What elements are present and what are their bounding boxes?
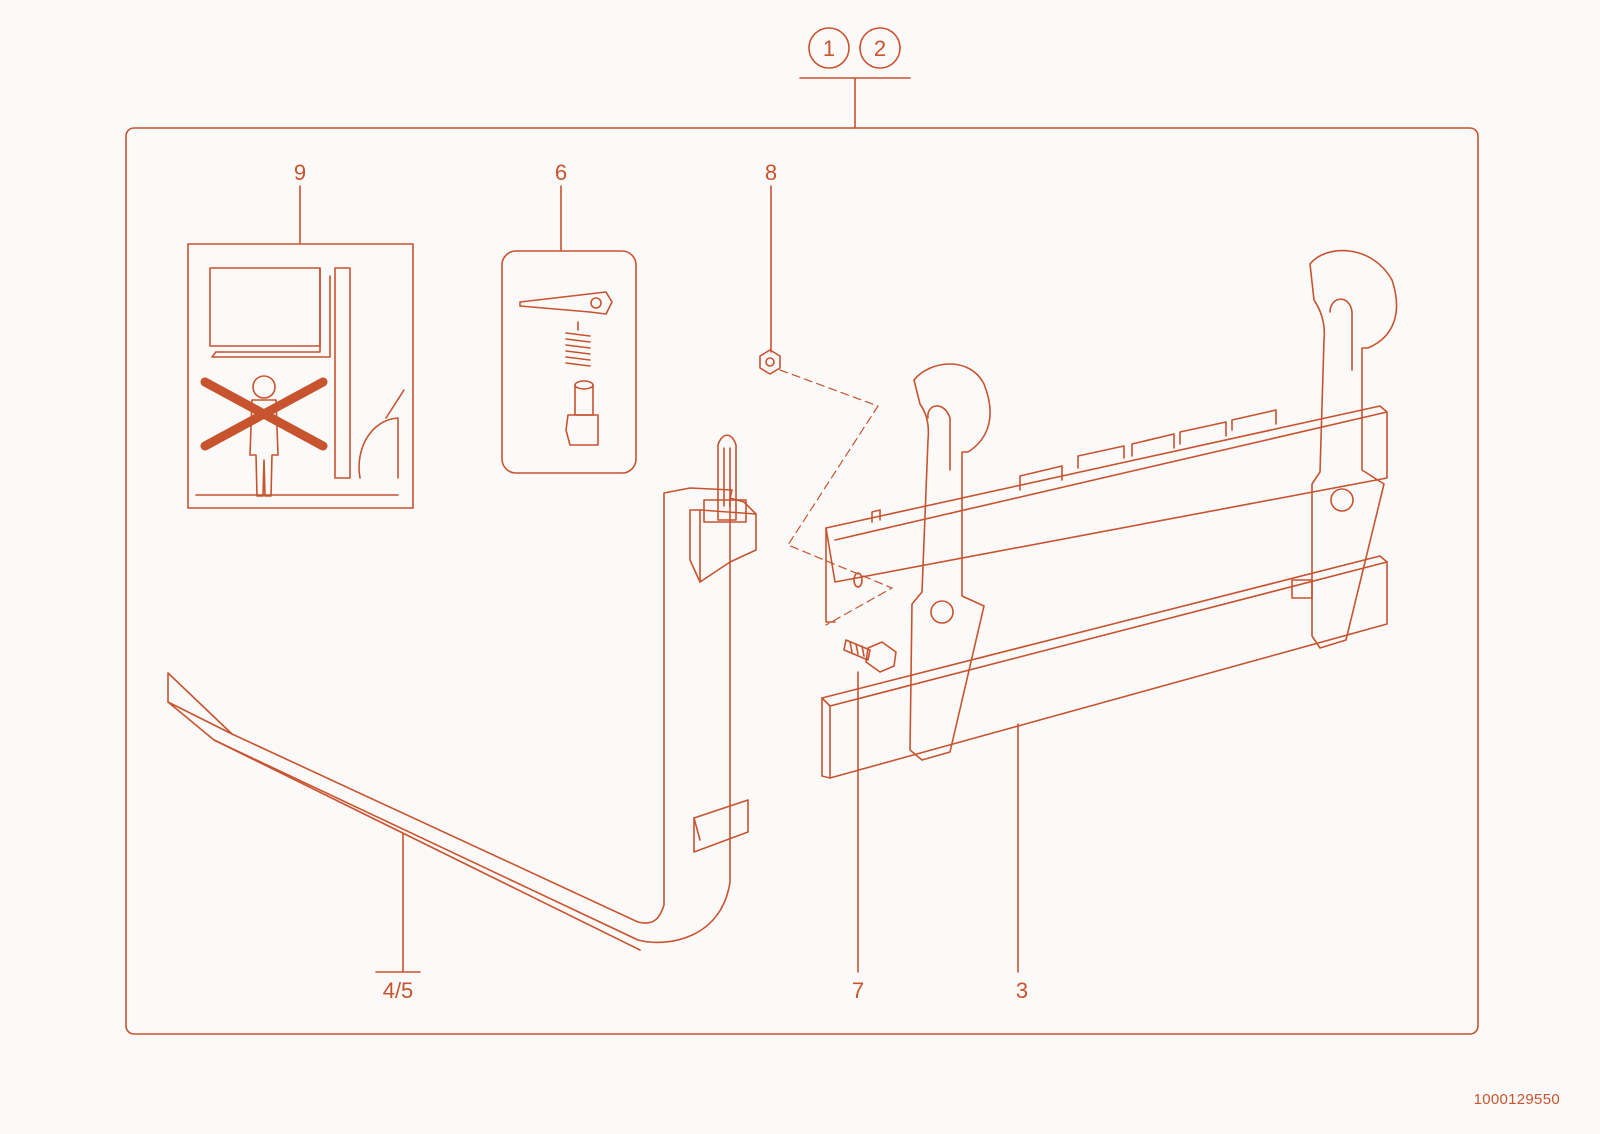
latch-kit-6 [501,185,637,474]
warning-sign-9 [187,185,414,509]
callout-7-label: 7 [852,978,864,1003]
callout-2-circle [859,27,901,69]
fork-4-5 [167,434,757,973]
bolt-7 [843,639,897,973]
nut-8 [759,185,893,626]
fork-latch-pin-spring-icon [519,291,613,446]
callout-top-group [799,27,911,129]
callout-9-label: 9 [294,160,306,185]
callout-1-circle [808,27,850,69]
callout-4-5-label: 4/5 [383,978,414,1003]
assembly-frame [125,127,1479,1035]
hex-bolt-icon [843,639,897,673]
no-person-under-load-icon [249,375,279,497]
callout-2-label: 2 [874,36,886,61]
callout-8-label: 8 [765,160,777,185]
callout-1-label: 1 [823,36,835,61]
hex-nut-icon [759,349,781,375]
carriage-3 [821,249,1398,973]
document-number: 1000129550 [1473,1091,1560,1108]
callout-6-label: 6 [555,160,567,185]
callout-3-label: 3 [1016,978,1028,1003]
